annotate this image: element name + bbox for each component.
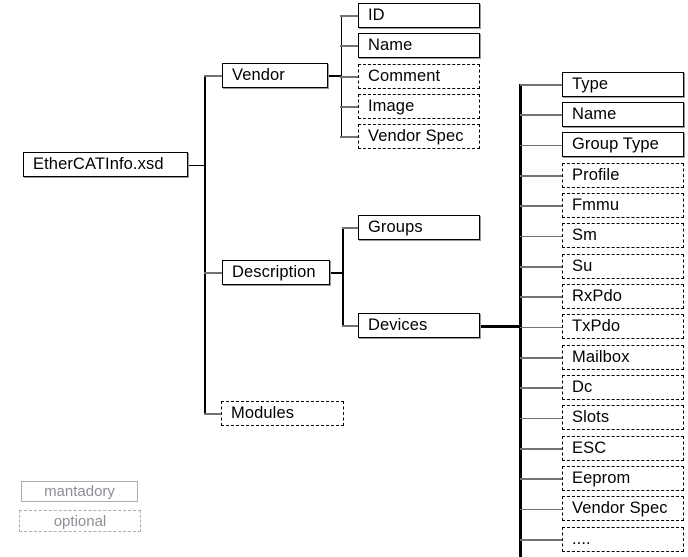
- edge-trunk-to-description: [204, 272, 223, 274]
- node-label: Dc: [572, 378, 593, 397]
- legend-optional: optional: [19, 510, 141, 532]
- node-label: Profile: [572, 165, 620, 184]
- edge-devices-to-type: [520, 84, 563, 86]
- edge-devices-to-profile: [520, 175, 563, 177]
- node-label: Modules: [231, 403, 295, 422]
- node-device-profile[interactable]: Profile: [562, 162, 684, 188]
- node-device-rxpdo[interactable]: RxPdo: [562, 284, 684, 309]
- edge-devices-to-eeprom: [520, 478, 563, 480]
- node-label: ID: [368, 6, 385, 25]
- node-device-su[interactable]: Su: [562, 253, 684, 279]
- node-device-fmmu[interactable]: Fmmu: [562, 193, 684, 218]
- edge-description-to-devices: [342, 325, 359, 327]
- legend-label: mantadory: [44, 483, 115, 500]
- edge-devices-to-group-type: [520, 144, 563, 147]
- node-label: Group Type: [572, 135, 659, 154]
- edge-devices-stub: [479, 325, 522, 328]
- legend-label: optional: [53, 512, 107, 530]
- edge-description-to-groups: [342, 227, 359, 229]
- node-description[interactable]: Description: [222, 259, 330, 285]
- edge-trunk-to-modules: [204, 413, 223, 415]
- node-label: Name: [572, 104, 617, 123]
- node-label: Groups: [368, 218, 423, 237]
- edge-devices-to-su: [520, 266, 563, 268]
- node-device-esc[interactable]: ESC: [562, 435, 684, 461]
- node-label: EtherCATInfo.xsd: [33, 155, 164, 174]
- edge-devices-to-rxpdo: [520, 296, 563, 298]
- edge-devices-to-txpdo: [520, 326, 563, 329]
- edge-vendor-to-name: [340, 45, 359, 47]
- node-devices[interactable]: Devices: [358, 313, 480, 338]
- edge-devices-to-dc: [520, 387, 563, 389]
- node-label: Name: [368, 36, 413, 55]
- node-vendor-name[interactable]: Name: [358, 33, 480, 58]
- node-device-type[interactable]: Type: [562, 71, 684, 97]
- node-label: ....: [572, 529, 591, 548]
- edge-vendor-to-vendorspec: [340, 136, 359, 138]
- node-label: RxPdo: [572, 287, 623, 306]
- edge-devices-to-slots: [520, 417, 563, 420]
- node-device-sm[interactable]: Sm: [562, 223, 684, 248]
- edge-root-stub: [188, 164, 205, 167]
- edge-vendor-to-comment: [340, 76, 359, 78]
- node-label: Sm: [572, 226, 597, 245]
- node-label: Fmmu: [572, 196, 620, 215]
- node-modules[interactable]: Modules: [221, 400, 344, 426]
- edge-vendor-trunk: [340, 15, 343, 136]
- node-device-mailbox[interactable]: Mailbox: [562, 344, 684, 370]
- node-label: Image: [368, 97, 415, 116]
- node-device-eeprom[interactable]: Eeprom: [562, 466, 684, 491]
- node-label: Vendor Spec: [572, 499, 668, 518]
- node-ethercatinfo-xsd[interactable]: EtherCATInfo.xsd: [23, 152, 188, 177]
- node-vendor-id[interactable]: ID: [358, 3, 480, 28]
- node-label: Vendor: [232, 65, 285, 84]
- node-device-slots[interactable]: Slots: [562, 405, 684, 430]
- node-vendor-vendor-spec[interactable]: Vendor Spec: [358, 124, 480, 149]
- edge-vendor-stub: [328, 75, 342, 77]
- node-device-vendor-spec[interactable]: Vendor Spec: [562, 496, 684, 521]
- node-label: Eeprom: [572, 469, 631, 488]
- node-label: TxPdo: [572, 317, 621, 336]
- node-label: ESC: [572, 438, 607, 457]
- edge-main-trunk: [204, 75, 206, 414]
- node-label: Vendor Spec: [368, 127, 464, 146]
- edge-vendor-to-image: [340, 106, 359, 108]
- node-label: Slots: [572, 408, 610, 427]
- node-vendor-comment[interactable]: Comment: [358, 63, 480, 89]
- node-label: Comment: [368, 66, 441, 85]
- edge-description-stub: [330, 272, 343, 274]
- edge-devices-to-sm: [520, 235, 563, 238]
- edge-trunk-to-vendor: [204, 75, 223, 77]
- edge-devices-trunk: [519, 84, 522, 557]
- node-label: Devices: [368, 316, 428, 335]
- node-label: Su: [572, 256, 593, 275]
- node-vendor-image[interactable]: Image: [358, 94, 480, 119]
- node-vendor[interactable]: Vendor: [222, 62, 328, 88]
- edge-devices-to-mailbox: [520, 357, 563, 359]
- edge-devices-to-fmmu: [520, 205, 563, 207]
- edge-devices-to-more: [520, 539, 563, 541]
- node-groups[interactable]: Groups: [358, 215, 480, 240]
- edge-devices-to-name: [520, 114, 563, 116]
- node-label: Mailbox: [572, 347, 630, 366]
- edge-vendor-to-id: [340, 15, 359, 17]
- node-device-group-type[interactable]: Group Type: [562, 132, 684, 157]
- node-label: Description: [232, 262, 316, 281]
- node-device-name[interactable]: Name: [562, 101, 684, 127]
- node-label: Type: [572, 74, 609, 93]
- edge-devices-to-vendorspec: [520, 508, 563, 511]
- edge-devices-to-esc: [520, 448, 563, 450]
- legend-mandatory: mantadory: [21, 481, 138, 502]
- edge-description-trunk: [342, 227, 344, 326]
- node-device-more[interactable]: ....: [562, 526, 684, 552]
- node-device-txpdo[interactable]: TxPdo: [562, 314, 684, 339]
- node-device-dc[interactable]: Dc: [562, 375, 684, 400]
